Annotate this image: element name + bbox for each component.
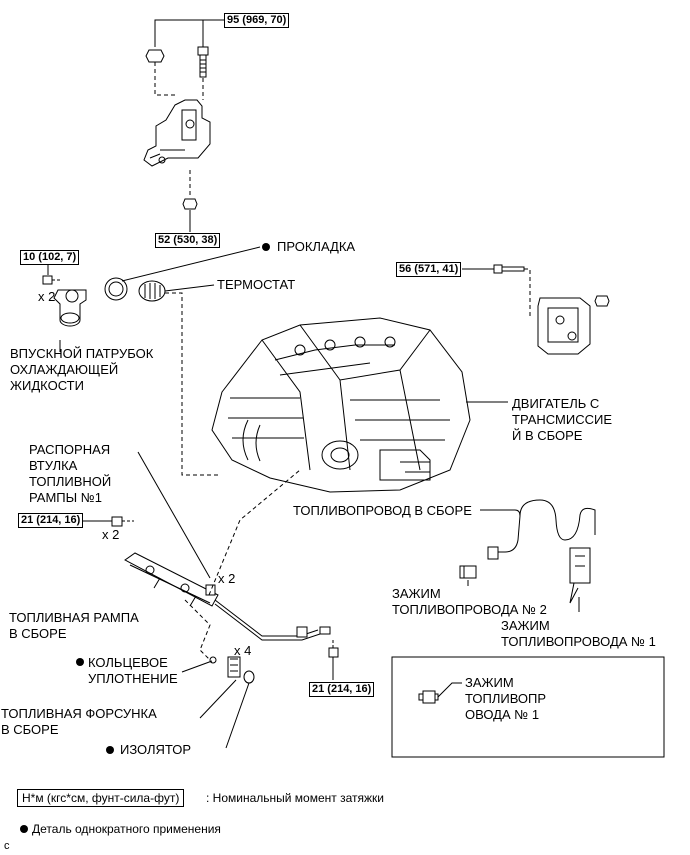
spacer-label: РАСПОРНАЯ ВТУЛКА ТОПЛИВНОЙ РАМПЫ №1 — [29, 442, 112, 505]
gasket-icon — [104, 277, 128, 301]
engine-label: ДВИГАТЕЛЬ С ТРАНСМИССИЕ Й В СБОРЕ — [512, 396, 613, 443]
transmission-mount-bracket-icon — [537, 297, 591, 355]
single-use-bullet-icon — [106, 746, 114, 754]
torque-spec: 56 (571, 41) — [396, 262, 462, 277]
connector-icon — [296, 626, 331, 638]
single-use-bullet-icon — [262, 243, 270, 251]
connector-icon — [487, 546, 499, 560]
engine-icon — [211, 317, 471, 493]
fuel-pipe-label: ТОПЛИВОПРОВОД В СБОРЕ — [293, 503, 472, 518]
torque-spec: 10 (102, 7) — [20, 250, 80, 265]
clamp-icon — [418, 690, 439, 704]
nut-icon — [145, 49, 165, 63]
coolant-inlet-label: ВПУСКНОЙ ПАТРУБОК ОХЛАЖДАЮЩЕЙ ЖИДКОСТИ — [10, 346, 154, 393]
torque-spec: 21 (214, 16) — [309, 682, 375, 697]
fuel-rail-label: ТОПЛИВНАЯ РАМПА В СБОРЕ — [9, 610, 139, 641]
quantity-label: x 2 — [102, 527, 120, 542]
legend-torque-box: Н*м (кгс*см, фунт-сила-фут) — [17, 789, 185, 807]
single-use-bullet-icon — [20, 825, 28, 833]
injector-icon — [227, 656, 241, 678]
legend-single-use-desc: Деталь однократного применения — [32, 822, 221, 836]
single-use-bullet-icon — [76, 658, 84, 666]
thermostat-icon — [138, 280, 166, 302]
nut-icon — [594, 295, 610, 307]
clamp1-label: ЗАЖИМ ТОПЛИВОПРОВОДА № 1 — [501, 618, 656, 649]
thermostat-label: ТЕРМОСТАТ — [217, 277, 296, 292]
quantity-label: x 2 — [38, 289, 56, 304]
bolt-icon — [197, 46, 209, 78]
bolt-icon — [493, 264, 525, 274]
torque-spec: 95 (969, 70) — [224, 13, 290, 28]
inset-box — [391, 656, 665, 758]
quantity-label: x 4 — [234, 643, 252, 658]
fuel-rail-icon — [124, 552, 219, 607]
clamp-icon — [569, 547, 591, 604]
bolt-icon — [42, 275, 62, 285]
clamp-icon — [459, 565, 477, 579]
torque-spec: 52 (530, 38) — [155, 233, 221, 248]
fuel-line — [214, 599, 319, 637]
nut-icon — [182, 198, 198, 210]
top-bolt-leader — [154, 19, 225, 47]
coolant-inlet-icon — [53, 289, 87, 327]
o-ring-label: КОЛЬЦЕВОЕ УПЛОТНЕНИЕ — [88, 655, 178, 686]
o-ring-icon — [209, 656, 217, 664]
legend-torque-desc: : Номинальный момент затяжки — [206, 791, 384, 805]
quantity-label: x 2 — [218, 571, 236, 586]
fuel-pipe-assembly — [480, 499, 596, 541]
spacer-icon — [205, 584, 216, 596]
injector-label: ТОПЛИВНАЯ ФОРСУНКА В СБОРЕ — [1, 706, 157, 737]
bolt-icon — [328, 638, 339, 658]
gasket-label: ПРОКЛАДКА — [277, 239, 356, 254]
engine-mount-bracket-icon — [143, 99, 211, 167]
bolt-icon — [111, 516, 134, 527]
clamp2-label: ЗАЖИМ ТОПЛИВОПРОВОДА № 2 — [392, 586, 547, 617]
clamp1-inset-label: ЗАЖИМ ТОПЛИВОПР ОВОДА № 1 — [465, 675, 547, 722]
insulator-icon — [243, 670, 255, 684]
corner-mark: c — [4, 840, 10, 852]
insulator-label: ИЗОЛЯТОР — [120, 742, 192, 757]
torque-spec: 21 (214, 16) — [18, 513, 84, 528]
